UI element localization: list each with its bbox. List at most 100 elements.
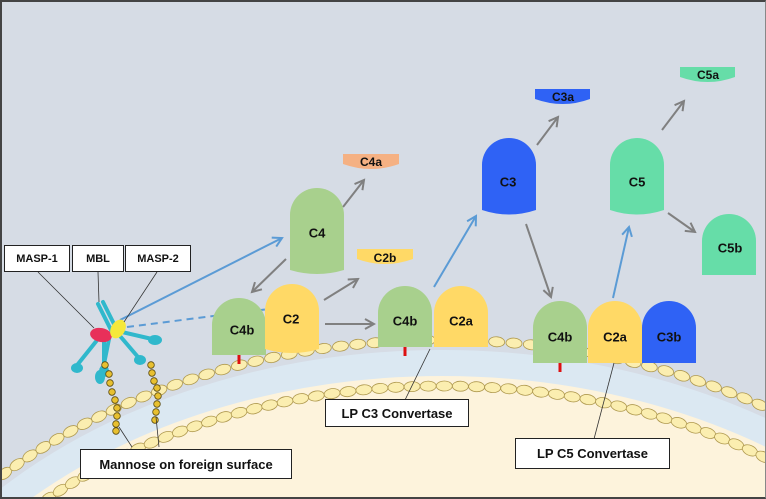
mannose-bead [153,400,161,408]
c5a-shape [680,67,735,82]
lipid-head [673,370,691,382]
mannose-bead [153,384,161,392]
c5-protein: C5 [610,138,664,215]
mbl-heads [71,335,162,384]
c4b-protein-3: C4b [533,301,587,363]
c3b-label: C3b [657,330,682,345]
mannose-leader-1 [118,426,133,448]
lipid-head [403,381,421,393]
c5a-label: C5a [697,68,719,82]
mannose-bead [151,416,159,424]
lipid-head [488,336,506,348]
c4b-shape-2 [378,286,432,347]
masp2-shape [110,319,126,339]
masp1-shape [90,327,112,343]
c5-convertase-label-box: LP C5 Convertase [515,438,670,469]
c3a-label: C3a [552,90,574,104]
c5-label: C5 [629,175,646,190]
c3-shape [482,138,536,215]
activation-arrow-to-c2-dashed [126,306,292,328]
lipid-head [264,351,281,364]
c3-convertase-leader [404,348,431,401]
lipid-head [657,365,675,377]
masp2-leader-line [123,271,158,323]
c2-to-c2b-arrow [323,279,358,301]
lipid-head [755,450,765,463]
mannose-bead [105,370,113,378]
lipid-head [452,380,469,392]
lipid-head [182,373,199,386]
mannose-bead [154,392,162,400]
masp2-label-box: MASP-2 [125,245,191,272]
activation-arrow-to-c4 [119,238,282,321]
lipid-head [120,396,137,409]
c3b-shape [642,301,696,363]
lipid-head [349,338,367,350]
c2a-label-2: C2a [603,330,628,345]
c4a-shape [343,154,399,169]
lipid-head [736,392,753,405]
c5-shape [610,138,664,215]
c4b-label-2: C4b [393,314,418,329]
lipid-head [721,386,738,399]
c5-to-c5b-arrow [667,212,695,232]
c4-label: C4 [309,226,326,241]
c3-protein: C3 [482,138,536,215]
mannose-bead [113,412,121,420]
membrane-band [2,350,765,497]
arrows [119,101,695,328]
mannose-chains [101,361,162,435]
c5b-shape [702,214,756,275]
lipid-head [214,363,232,376]
mannose-label-box: Mannose on foreign surface [80,449,292,479]
c2b-fragment: C2b [357,249,413,265]
c2b-label: C2b [374,251,397,265]
mannose-bead [147,361,155,369]
c4-to-c4b-arrow [252,258,287,292]
c3b-protein: C3b [642,301,696,363]
c4b-shape-1 [212,298,266,355]
lipid-head [247,355,265,367]
c2-protein: C2 [265,284,319,353]
c4-to-c4a-arrow [342,180,364,208]
c4b-shape-3 [533,301,587,363]
lipid-head [705,380,722,393]
c4b-protein-2: C4b [378,286,432,347]
masp1-label-box: MASP-1 [4,245,70,272]
c3-to-c3b-arrow [525,223,551,297]
lipid-head [135,390,152,403]
mannose-bead [148,369,156,377]
c3a-shape [535,89,590,104]
lipid-head [435,380,453,392]
c2b-shape [357,249,413,264]
c5a-fragment: C5a [680,67,735,82]
mannose-bead [113,404,121,412]
mannose-bead [111,396,119,404]
c4b-label-1: C4b [230,323,255,338]
complement-proteins: C4 C4a C2b C4b C2 [212,67,756,363]
lipid-bilayer-membrane [2,334,765,497]
c2-label: C2 [283,312,300,327]
c5b-label: C5b [718,241,743,256]
lipid-head [751,398,765,411]
c2a-label-1: C2a [449,314,474,329]
mannose-bead [108,388,116,396]
mannose-leader-2 [155,416,160,448]
lipid-head [689,375,707,387]
c4-shape [290,188,344,274]
mbl-leader-line [97,271,100,303]
lipid-head [505,337,523,349]
c5-convertase-to-c5-arrow [612,227,629,299]
c3-label: C3 [500,175,517,190]
lipid-head [166,378,183,391]
c4b-protein-1: C4b [212,298,266,355]
c3-convertase-label-box: LP C3 Convertase [325,399,469,427]
mbl-masp-complex [37,271,162,384]
c3a-fragment: C3a [535,89,590,104]
c3-to-c3a-arrow [536,117,558,146]
c2a-shape-2 [588,301,642,363]
mannose-bead [112,427,120,435]
c5-convertase-leader [593,362,615,440]
mbl-label-box: MBL [72,245,124,272]
